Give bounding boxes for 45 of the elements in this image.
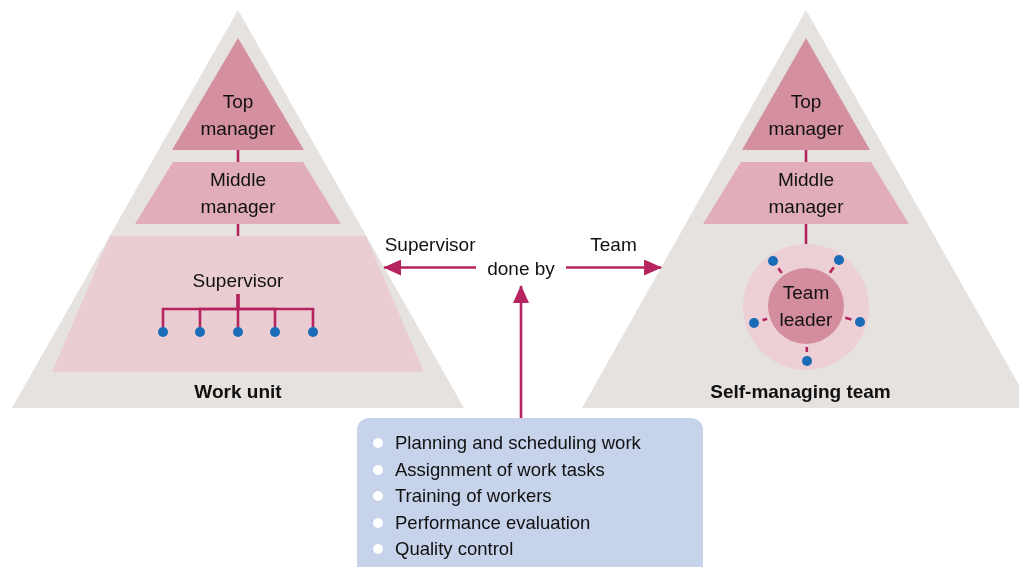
team-member-dot [749,318,759,328]
team-member-dot [768,256,778,266]
task-text: Planning and scheduling work [395,431,641,455]
pyramid-tier [703,162,909,224]
arrow [513,285,529,418]
team-circle [743,244,869,370]
pyramid-title: Work unit [193,380,283,404]
arrow [566,259,663,276]
role-label: Top manager [767,90,845,141]
role-label: Team leader [778,281,834,332]
pyramid-tier [172,38,304,150]
team-member-dot [270,327,280,337]
connector-line [236,294,315,327]
team-member-dot [233,327,243,337]
connector-line [844,316,852,321]
connector-line [236,224,240,236]
team-member-dot [834,255,844,265]
pyramid [582,10,1019,408]
role-label: Supervisor [191,269,285,293]
connector-line [828,266,835,274]
connector-line [236,150,240,162]
pyramid-tier [742,38,870,150]
connector-text: done by [486,257,556,281]
pyramid-tier [135,162,341,224]
role-label: Middle manager [199,168,277,219]
connector-line [762,317,768,322]
team-member-dot [158,327,168,337]
task-text: Quality control [395,537,514,561]
connector-line [804,224,808,244]
team-member-dot [802,356,812,366]
role-label: Middle manager [767,168,845,219]
task-list-panel [357,418,703,567]
team-member-dot [308,327,318,337]
pyramid-title: Self-managing team [709,380,892,404]
team-member-dot [195,327,205,337]
team-member-dot [855,317,865,327]
team-leader-circle [768,268,844,344]
connector-line [804,150,808,162]
connector-line [805,346,809,353]
arrow [383,259,476,276]
connector-line [777,267,783,274]
task-text: Performance evaluation [395,510,591,535]
task-text: Training of workers [395,484,552,508]
task-text: Assignment of work tasks [395,457,605,482]
role-label: Top manager [199,90,277,141]
